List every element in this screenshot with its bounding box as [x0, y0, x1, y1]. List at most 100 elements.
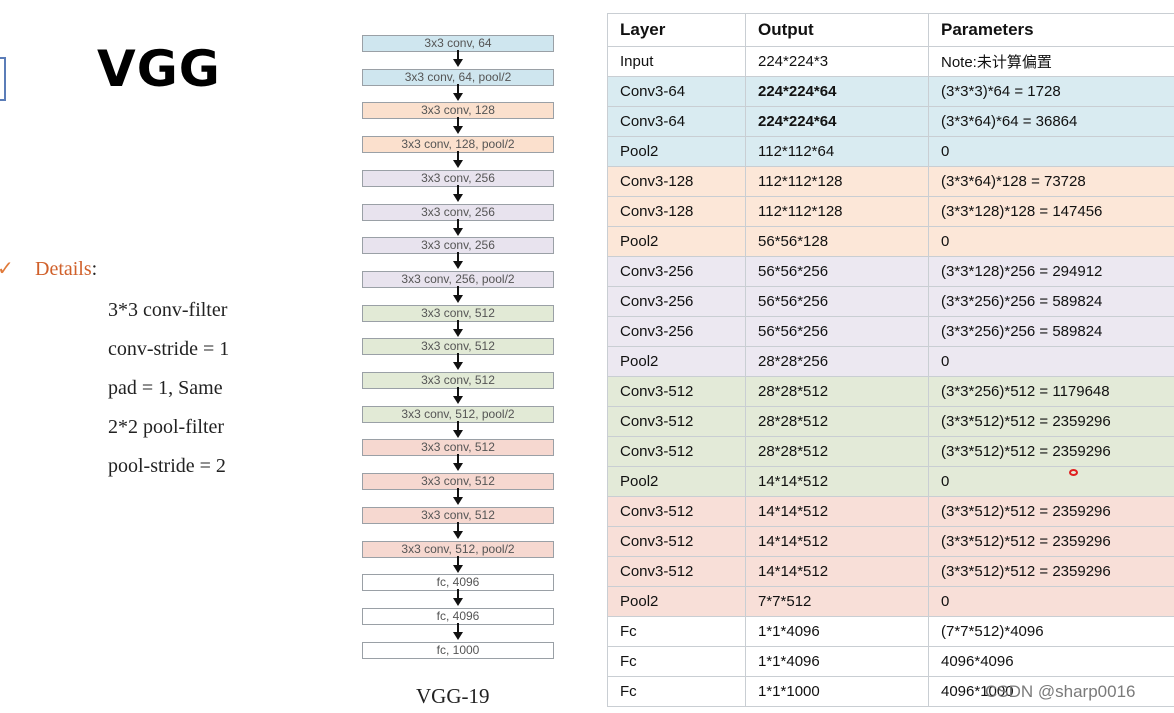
down-arrow-icon	[453, 421, 463, 438]
layer-cell: Conv3-512	[607, 376, 746, 407]
output-cell: 14*14*512	[745, 526, 929, 557]
details-item: conv-stride = 1	[108, 338, 230, 360]
output-cell: 112*112*128	[745, 196, 929, 227]
parameters-cell: (3*3*256)*512 = 1179648	[928, 376, 1174, 407]
layer-cell: Pool2	[607, 136, 746, 167]
down-arrow-icon	[453, 556, 463, 573]
output-cell: 1*1*1000	[745, 676, 929, 707]
layer-block: 3x3 conv, 128, pool/2	[362, 136, 554, 153]
down-arrow-icon	[453, 623, 463, 640]
down-arrow-icon	[453, 353, 463, 370]
output-cell: 1*1*4096	[745, 646, 929, 677]
output-cell: 112*112*128	[745, 166, 929, 197]
layer-cell: Conv3-512	[607, 406, 746, 437]
parameters-cell: (3*3*128)*128 = 147456	[928, 196, 1174, 227]
parameters-cell: 0	[928, 136, 1174, 167]
layer-cell: Fc	[607, 616, 746, 647]
layer-cell: Fc	[607, 646, 746, 677]
parameters-cell: 4096*1000	[928, 676, 1174, 707]
column-header-layer: Layer	[607, 13, 746, 47]
output-cell: 56*56*256	[745, 286, 929, 317]
output-cell: 28*28*256	[745, 346, 929, 377]
layer-block: 3x3 conv, 64, pool/2	[362, 69, 554, 86]
parameters-cell: 0	[928, 226, 1174, 257]
left-edge-frame	[0, 57, 6, 101]
parameters-cell: (3*3*256)*256 = 589824	[928, 316, 1174, 347]
layer-cell: Conv3-512	[607, 526, 746, 557]
down-arrow-icon	[453, 589, 463, 606]
output-cell: 14*14*512	[745, 556, 929, 587]
output-cell: 1*1*4096	[745, 616, 929, 647]
layer-cell: Conv3-128	[607, 196, 746, 227]
parameters-cell: (7*7*512)*4096	[928, 616, 1174, 647]
parameters-cell: (3*3*64)*64 = 36864	[928, 106, 1174, 137]
details-list: 3*3 conv-filter conv-stride = 1 pad = 1,…	[108, 297, 229, 492]
down-arrow-icon	[453, 522, 463, 539]
checkmark-icon: ✓	[0, 256, 14, 280]
parameters-cell: Note:未计算偏置	[928, 46, 1174, 77]
layer-cell: Conv3-64	[607, 76, 746, 107]
layer-cell: Conv3-256	[607, 256, 746, 287]
layer-block: fc, 4096	[362, 574, 554, 591]
down-arrow-icon	[453, 454, 463, 471]
layer-cell: Conv3-512	[607, 436, 746, 467]
layer-cell: Conv3-64	[607, 106, 746, 137]
down-arrow-icon	[453, 50, 463, 67]
layer-cell: Pool2	[607, 226, 746, 257]
parameters-cell: (3*3*512)*512 = 2359296	[928, 556, 1174, 587]
layer-cell: Fc	[607, 676, 746, 707]
output-cell: 28*28*512	[745, 406, 929, 437]
parameters-cell: 4096*4096	[928, 646, 1174, 677]
layer-block: 3x3 conv, 512	[362, 473, 554, 490]
output-cell: 7*7*512	[745, 586, 929, 617]
parameters-cell: (3*3*128)*256 = 294912	[928, 256, 1174, 287]
slide-title: VGG	[97, 40, 221, 98]
output-cell: 14*14*512	[745, 466, 929, 497]
down-arrow-icon	[453, 117, 463, 134]
output-cell: 56*56*256	[745, 256, 929, 287]
layer-cell: Conv3-512	[607, 496, 746, 527]
parameters-cell: (3*3*512)*512 = 2359296	[928, 526, 1174, 557]
details-heading-label: Details	[35, 258, 92, 280]
watermark: CSDN @sharp0016	[985, 682, 1136, 701]
column-header-parameters: Parameters	[928, 13, 1174, 47]
parameters-cell: 0	[928, 586, 1174, 617]
output-cell: 28*28*512	[745, 376, 929, 407]
layer-cell: Conv3-256	[607, 286, 746, 317]
parameters-cell: (3*3*3)*64 = 1728	[928, 76, 1174, 107]
down-arrow-icon	[453, 84, 463, 101]
parameters-cell: (3*3*64)*128 = 73728	[928, 166, 1174, 197]
output-cell: 112*112*64	[745, 136, 929, 167]
layer-block: 3x3 conv, 256	[362, 204, 554, 221]
details-heading-colon: :	[91, 258, 98, 280]
down-arrow-icon	[453, 219, 463, 236]
diagram-caption: VGG-19	[416, 684, 490, 708]
layer-cell: Pool2	[607, 466, 746, 497]
layer-cell: Input	[607, 46, 746, 77]
layer-cell: Conv3-256	[607, 316, 746, 347]
details-item: pool-stride = 2	[108, 455, 226, 477]
parameters-cell: (3*3*512)*512 = 2359296	[928, 496, 1174, 527]
layer-block: fc, 1000	[362, 642, 554, 659]
